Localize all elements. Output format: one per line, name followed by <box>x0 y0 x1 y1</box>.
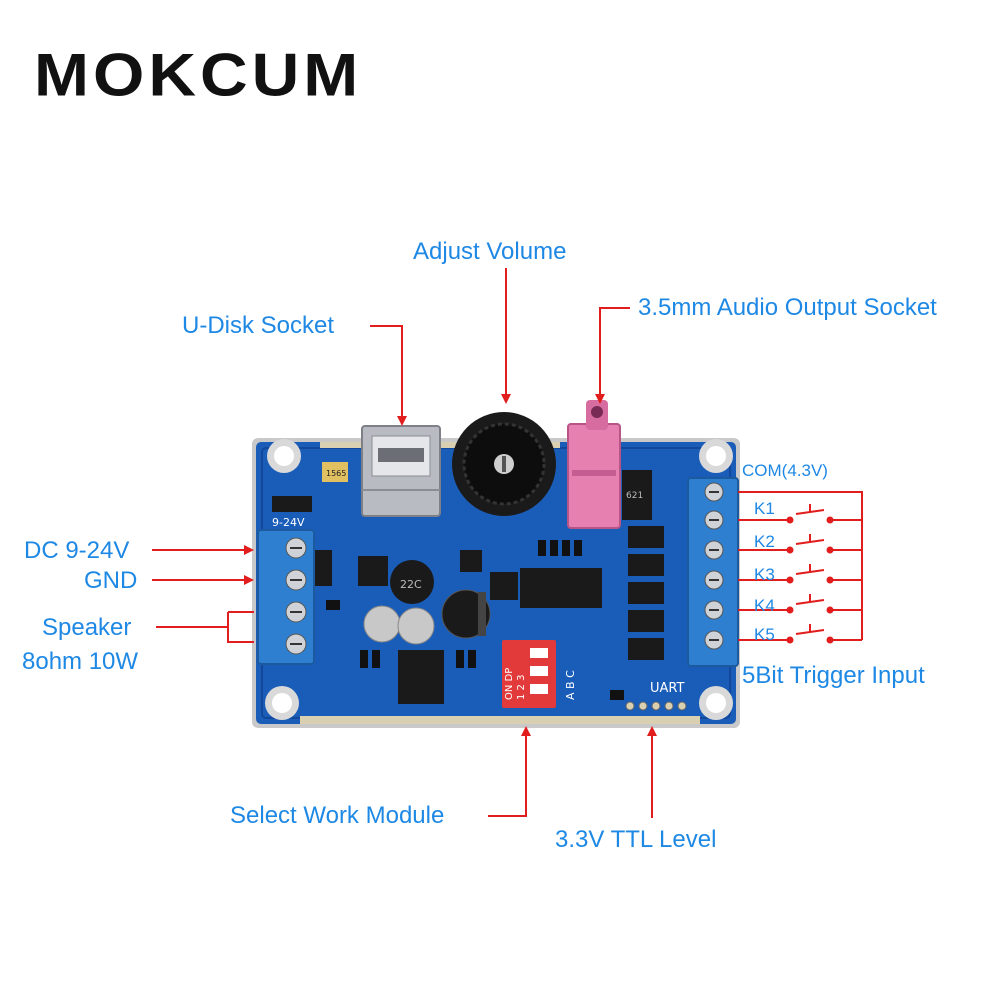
label-k1: K1 <box>754 499 775 518</box>
mounting-hole <box>699 686 733 720</box>
label-k4: K4 <box>754 596 775 615</box>
label-speaker-spec: 8ohm 10W <box>22 648 139 675</box>
dip-on-label: ON DP <box>504 668 515 700</box>
uart-silkscreen: UART <box>650 681 684 696</box>
usb-arrow <box>370 325 407 426</box>
uart-header: UART <box>625 681 687 711</box>
switch-contacts <box>786 516 834 644</box>
audio-jack <box>567 400 621 529</box>
voltage-silkscreen: 9-24V <box>272 516 305 529</box>
label-select-work: Select Work Module <box>230 802 445 829</box>
mounting-hole <box>699 439 733 473</box>
ic-marking: 1565 <box>326 469 346 478</box>
brand-logo: MOKCUM <box>34 40 363 109</box>
label-gnd: GND <box>84 567 138 594</box>
left-terminal-block: 9-24V <box>257 516 315 665</box>
label-dc: DC 9-24V <box>24 537 130 564</box>
select-arrow <box>488 726 531 817</box>
ic-chips: 1565 621 <box>272 462 664 704</box>
dip-switch: ON DP 1 2 3 A B C <box>502 640 577 708</box>
diode-marking: 621 <box>626 491 643 501</box>
usb-socket <box>361 425 441 517</box>
mounting-hole <box>267 439 301 473</box>
audio-arrow <box>595 307 630 404</box>
inductor-marking: 22C <box>400 578 422 591</box>
label-audio-output: 3.5mm Audio Output Socket <box>638 294 937 321</box>
right-terminal-block <box>687 477 739 667</box>
dip-abc-label: A B C <box>564 670 577 700</box>
dip-nums-label: 1 2 3 <box>516 675 527 700</box>
volume-knob <box>452 412 556 516</box>
label-adjust-volume: Adjust Volume <box>413 238 567 265</box>
label-k2: K2 <box>754 532 775 551</box>
trigger-wiring <box>738 491 863 641</box>
mounting-hole <box>265 686 299 720</box>
label-u-disk: U-Disk Socket <box>182 312 335 339</box>
capacitors <box>363 589 491 645</box>
label-trigger: 5Bit Trigger Input <box>742 662 925 689</box>
label-k5: K5 <box>754 625 775 644</box>
label-com: COM(4.3V) <box>742 461 828 480</box>
label-speaker: Speaker <box>42 614 132 641</box>
label-ttl: 3.3V TTL Level <box>555 826 717 853</box>
speaker-bracket <box>156 611 254 643</box>
inductor: 22C <box>390 560 434 604</box>
label-k3: K3 <box>754 565 775 584</box>
